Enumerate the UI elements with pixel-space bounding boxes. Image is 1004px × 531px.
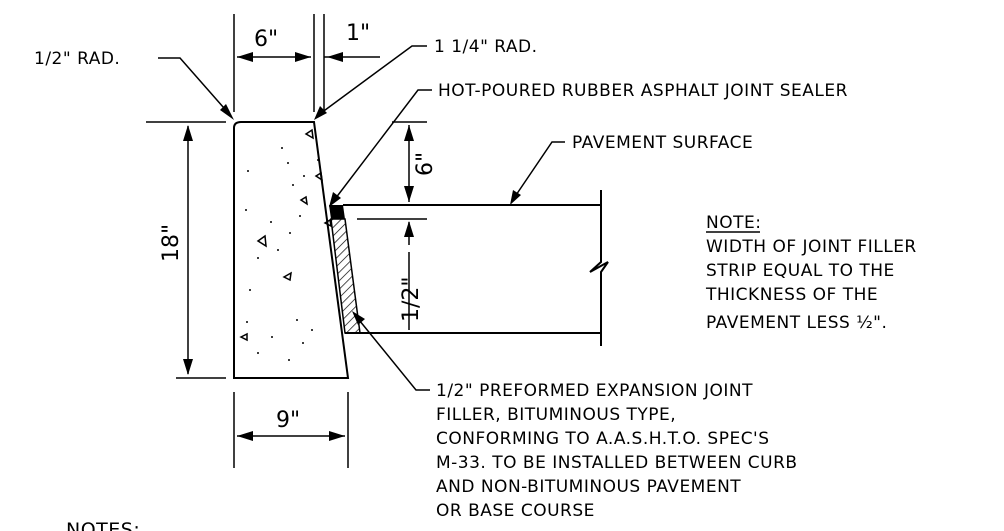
sealer-leader [329, 89, 432, 207]
pavement-slab [343, 190, 609, 346]
filler-note: 1/2" PREFORMED EXPANSION JOINT FILLER, B… [436, 381, 798, 521]
filler-note-line: CONFORMING TO A.A.S.H.T.O. SPEC'S [436, 429, 770, 449]
sealer-depth-label: 6" [413, 152, 438, 176]
left-radius-label: 1/2" RAD. [34, 49, 120, 69]
top-offset-label: 1" [346, 21, 370, 46]
sealer-callout: HOT-POURED RUBBER ASPHALT JOINT SEALER [438, 81, 848, 101]
side-note-line: PAVEMENT LESS ½". [706, 313, 887, 333]
sealer-depth-dimension [392, 121, 427, 202]
right-radius-label: 1 1/4" RAD. [434, 37, 538, 57]
pavement-surface-callout: PAVEMENT SURFACE [572, 133, 753, 153]
height-label: 18" [159, 224, 184, 262]
filler-note-line: AND NON-BITUMINOUS PAVEMENT [436, 477, 741, 497]
top-width-label: 6" [254, 27, 278, 52]
side-note-line: STRIP EQUAL TO THE [706, 261, 895, 281]
bottom-width-label: 9" [276, 408, 300, 433]
left-radius-leader [158, 57, 234, 120]
height-dimension [146, 121, 226, 379]
concrete-aggregate-texture [245, 147, 319, 361]
filler-leader [352, 311, 430, 391]
side-note-line: THICKNESS OF THE [705, 285, 878, 305]
bottom-dimensions [233, 392, 349, 468]
filler-gap-dimension [357, 218, 427, 330]
side-note-line: WIDTH OF JOINT FILLER [706, 237, 917, 257]
side-note: NOTE: WIDTH OF JOINT FILLER STRIP EQUAL … [705, 213, 917, 333]
filler-note-line: OR BASE COURSE [436, 501, 595, 521]
curb-outline [233, 121, 350, 379]
filler-note-line: 1/2" PREFORMED EXPANSION JOINT [436, 381, 753, 401]
concrete-aggregate-triangles [239, 128, 332, 342]
filler-note-line: FILLER, BITUMINOUS TYPE, [436, 405, 676, 425]
filler-gap-label: 1/2" [399, 276, 424, 322]
right-radius-leader [314, 45, 427, 120]
top-dimensions [233, 14, 380, 112]
notes-heading: NOTES: [66, 519, 140, 531]
filler-note-line: M-33. TO BE INSTALLED BETWEEN CURB [436, 453, 798, 473]
side-note-heading: NOTE: [706, 213, 761, 233]
joint-sealer [329, 205, 345, 219]
pavement-surface-leader [510, 141, 565, 205]
